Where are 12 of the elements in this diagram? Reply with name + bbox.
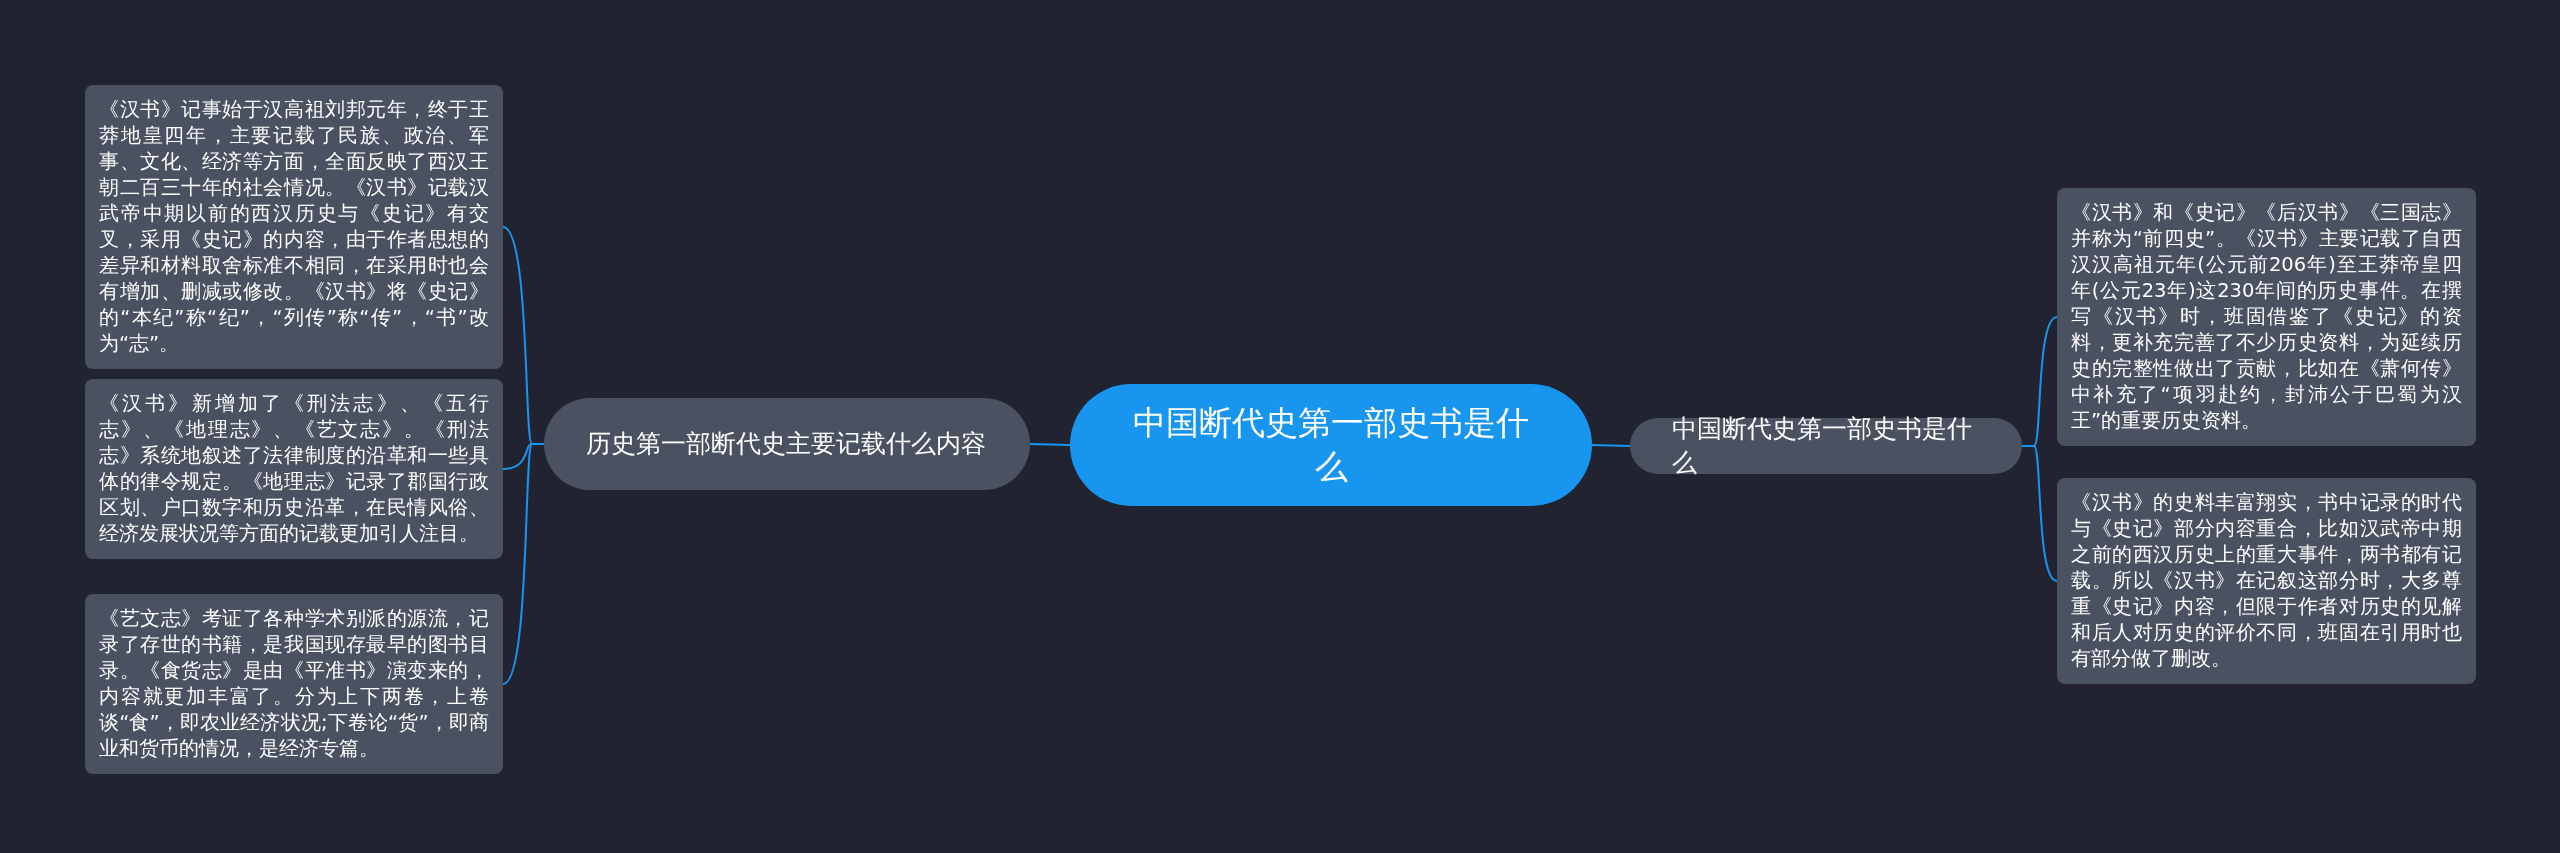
connector-line — [1591, 444, 1631, 447]
topic-box: 中国断代史第一部史书是什么 — [1630, 418, 2022, 474]
text-card: 《汉书》记事始于汉高祖刘邦元年，终于王莽地皇四年，主要记载了民族、政治、军事、文化、经济等方面，全面反映了西汉王朝二百三十年的社会情况。《汉书》记载汉武帝中期以前的西汉历史与《史记》有交叉，采用《史记》的内容，由于作者思想的差异和材料取舍标准不相同，在采用时也会有增加、删减或修改。《汉书》将《史记》的“本纪”称“纪”，“列传”称“传”，“书”改为“志”。 — [85, 85, 503, 369]
topic-box: 历史第一部断代史主要记载什么内容 — [544, 398, 1030, 490]
text-card: 《艺文志》考证了各种学术别派的源流，记录了存世的书籍，是我国现存最早的图书目录。《食货志》是由《平准书》演变来的，内容就更加丰富了。分为上下两卷，上卷谈“食”，即农业经济状况;下卷论“货”，即商业和货币的情况，是经济专篇。 — [85, 594, 503, 774]
connector-line — [502, 443, 545, 685]
text-card: 《汉书》和《史记》《后汉书》《三国志》并称为“前四史”。《汉书》主要记载了自西汉汉高祖元年(公元前206年)至王莽帝皇四年(公元23年)这230年间的历史事件。在撰写《汉书》时，班固借鉴了《史记》的资料，更补充完善了不少历史资料，为延续历史的完整性做出了贡献，比如在《萧何传》中补充了“项羽赴约，封沛公于巴蜀为汉王”的重要历史资料。 — [2057, 188, 2476, 446]
central-topic: 中国断代史第一部史书是什么 — [1070, 384, 1592, 506]
text-card: 《汉书》的史料丰富翔实，书中记录的时代与《史记》部分内容重合，比如汉武帝中期之前的西汉历史上的重大事件，两书都有记载。所以《汉书》在记叙这部分时，大多尊重《史记》内容，但限于作者对历史的见解和后人对历史的评价不同，班固在引用时也有部分做了删改。 — [2057, 478, 2476, 684]
connector-line — [2021, 445, 2058, 582]
text-card: 《汉书》新增加了《刑法志》、《五行志》、《地理志》、《艺文志》。《刑法志》系统地叙述了法律制度的沿革和一些具体的律令规定。《地理志》记录了郡国行政区划、户口数字和历史沿革，在民情风俗、经济发展状况等方面的记载更加引人注目。 — [85, 379, 503, 559]
connector-line — [1029, 443, 1071, 446]
